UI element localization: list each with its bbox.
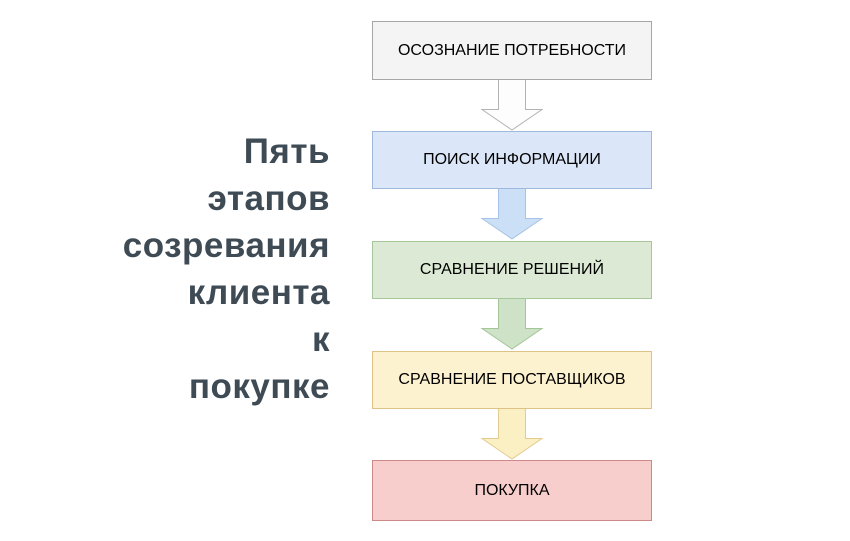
down-arrow-icon — [480, 409, 544, 460]
stage-label: ОСОЗНАНИЕ ПОТРЕБНОСТИ — [397, 41, 626, 59]
funnel-flowchart: ОСОЗНАНИЕ ПОТРЕБНОСТИ ПОИСК ИНФОРМАЦИИ С… — [372, 0, 652, 541]
stage-vendor-comparison: СРАВНЕНИЕ ПОСТАВЩИКОВ — [372, 351, 652, 409]
title-line: созревания — [122, 226, 330, 265]
title-line: к — [311, 320, 330, 359]
stage-solution-comparison: СРАВНЕНИЕ РЕШЕНИЙ — [372, 241, 652, 299]
down-arrow-icon — [480, 189, 544, 240]
stage-label: ПОИСК ИНФОРМАЦИИ — [423, 151, 601, 168]
stage-label: СРАВНЕНИЕ РЕШЕНИЙ — [419, 261, 605, 278]
title-line: Пять — [243, 132, 330, 171]
stage-label: ПОКУПКА — [474, 481, 550, 499]
down-arrow-icon — [480, 299, 544, 350]
stage-purchase: ПОКУПКА — [372, 460, 652, 521]
down-arrow-icon — [480, 80, 544, 131]
title-line: клиента — [187, 273, 330, 312]
title-line: покупке — [188, 367, 330, 406]
title-line: этапов — [207, 179, 330, 218]
stage-need-recognition: ОСОЗНАНИЕ ПОТРЕБНОСТИ — [372, 21, 652, 80]
stage-information-search: ПОИСК ИНФОРМАЦИИ — [372, 131, 652, 189]
stage-label: СРАВНЕНИЕ ПОСТАВЩИКОВ — [398, 371, 626, 388]
diagram-title: Пять этапов созревания клиента к покупке — [0, 128, 330, 410]
